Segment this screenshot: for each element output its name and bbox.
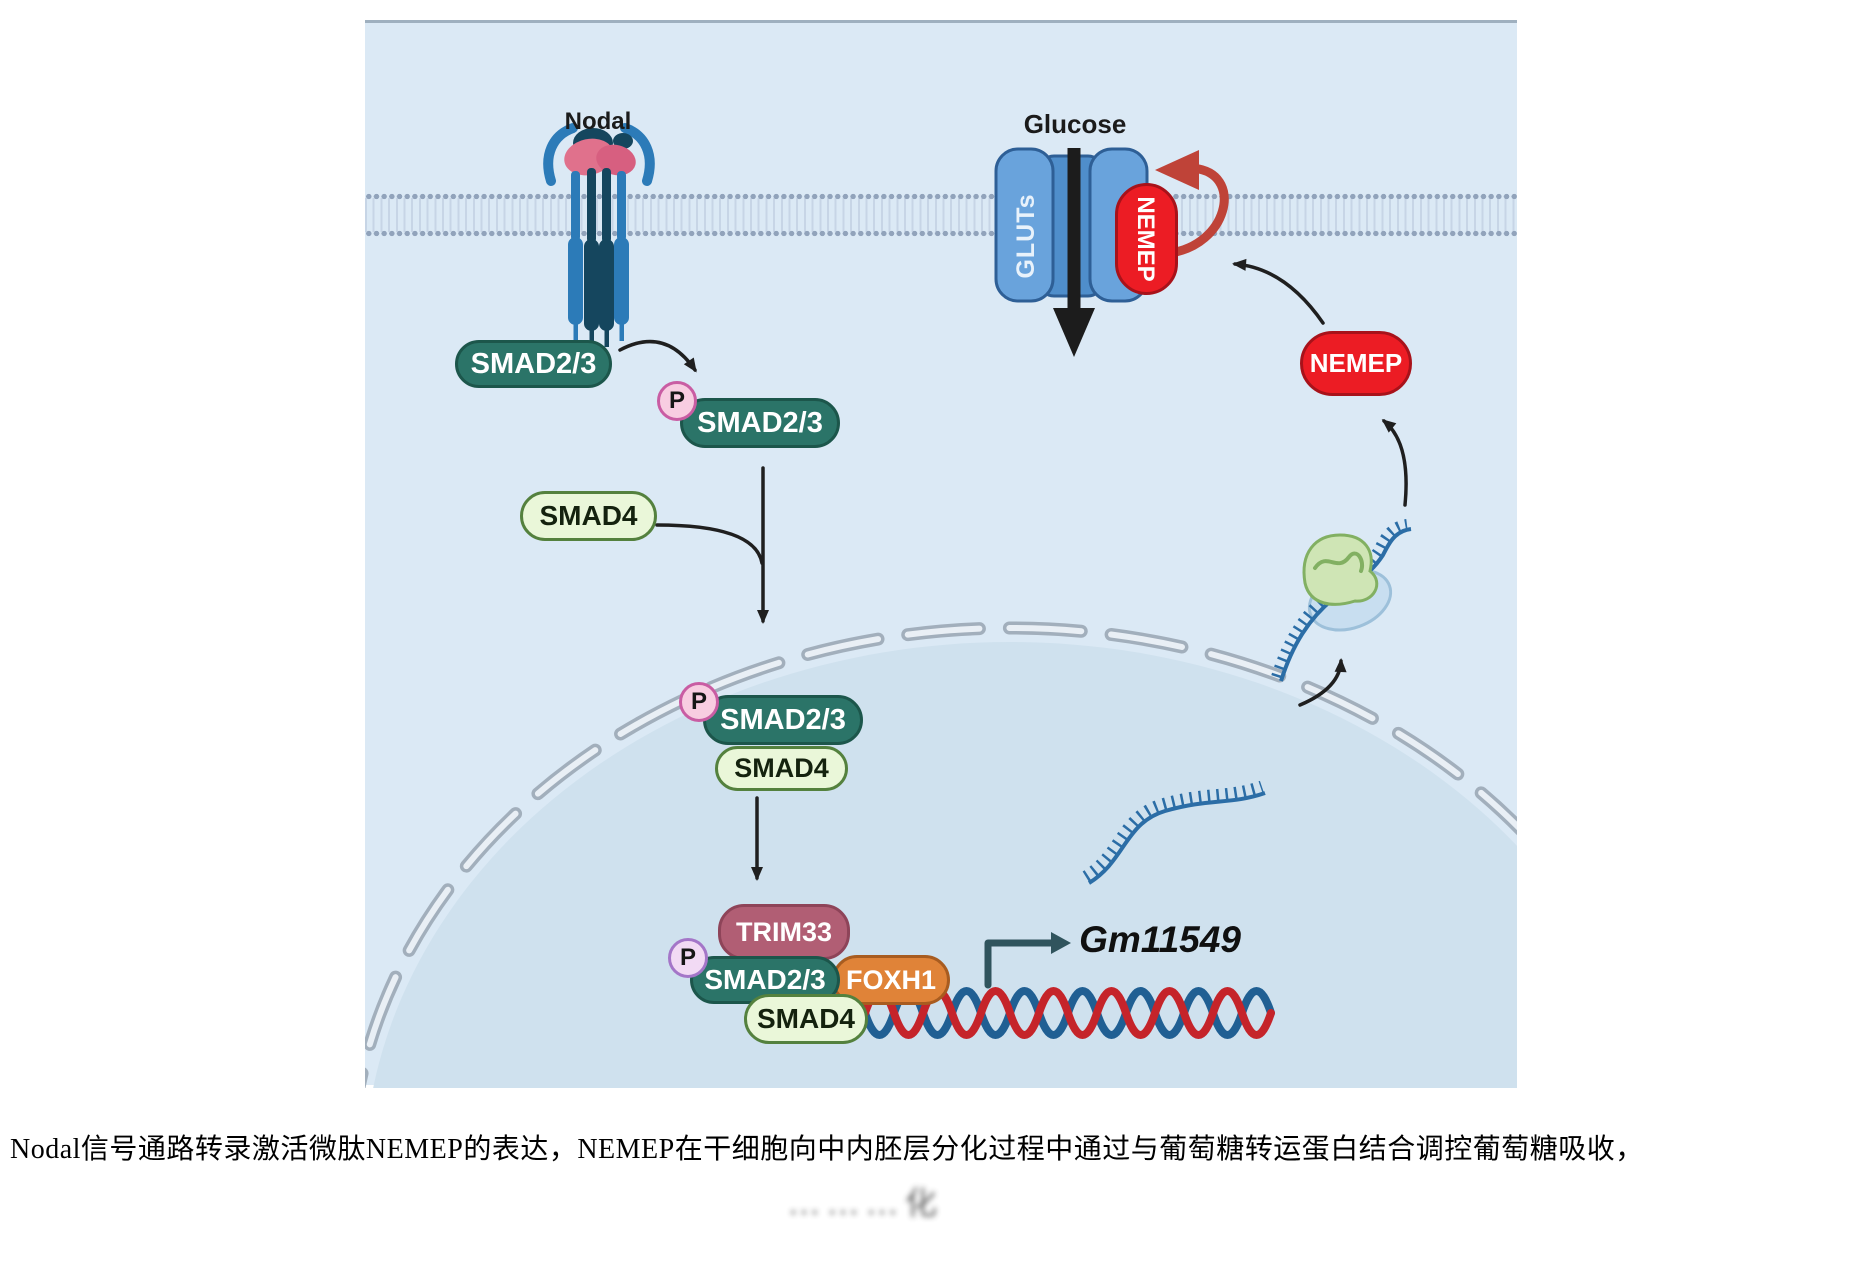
nodal-label: Nodal — [564, 108, 632, 135]
phosphate-badge-1: P — [657, 381, 697, 421]
foxh1-pill: FOXH1 — [832, 955, 950, 1005]
ribosome-icon — [1271, 519, 1412, 682]
smad23-pill-cytoplasm: SMAD2/3 — [455, 340, 612, 388]
nemep-pill-free: NEMEP — [1300, 331, 1412, 396]
smad23-pill-phosphorylated: SMAD2/3 — [680, 398, 840, 448]
glucose-flow-arrow — [1053, 148, 1095, 357]
phosphate-badge-3: P — [668, 938, 708, 978]
cell-panel: Nodal Glucose GLUTs Gm11549 SMAD2/3 SMAD… — [365, 20, 1517, 1088]
gene-label-gm11549: Gm11549 — [1079, 919, 1241, 960]
smad4-pill-cytoplasm: SMAD4 — [520, 491, 657, 541]
smad23-pill-nucleus: SMAD2/3 — [703, 695, 863, 745]
nemep-binding-arrow — [1155, 150, 1229, 258]
smad4-pill-dna: SMAD4 — [744, 994, 868, 1044]
smad4-pill-nucleus: SMAD4 — [715, 746, 848, 791]
nemep-pill-membrane — [1115, 183, 1178, 295]
phosphate-badge-2: P — [679, 682, 719, 722]
nodal-receptor-icon — [543, 123, 655, 347]
plasma-membrane — [365, 193, 1517, 237]
caption-line1: Nodal信号通路转录激活微肽NEMEP的表达，NEMEP在干细胞向中内胚层分化… — [10, 1134, 1644, 1165]
nucleus — [365, 621, 1517, 1088]
signal-arrows — [618, 258, 1408, 881]
transcription-arrow — [984, 932, 1071, 989]
trim33-pill: TRIM33 — [718, 904, 850, 960]
glucose-label: Glucose — [1023, 109, 1127, 139]
nemep-membrane-label: NEMEP — [1132, 196, 1159, 282]
pathway-graphics — [365, 123, 1517, 1088]
caption-line2-blurred: ………化 — [788, 1185, 945, 1221]
mrna-icon — [1082, 780, 1266, 885]
gluts-label: GLUTs — [1012, 193, 1040, 279]
